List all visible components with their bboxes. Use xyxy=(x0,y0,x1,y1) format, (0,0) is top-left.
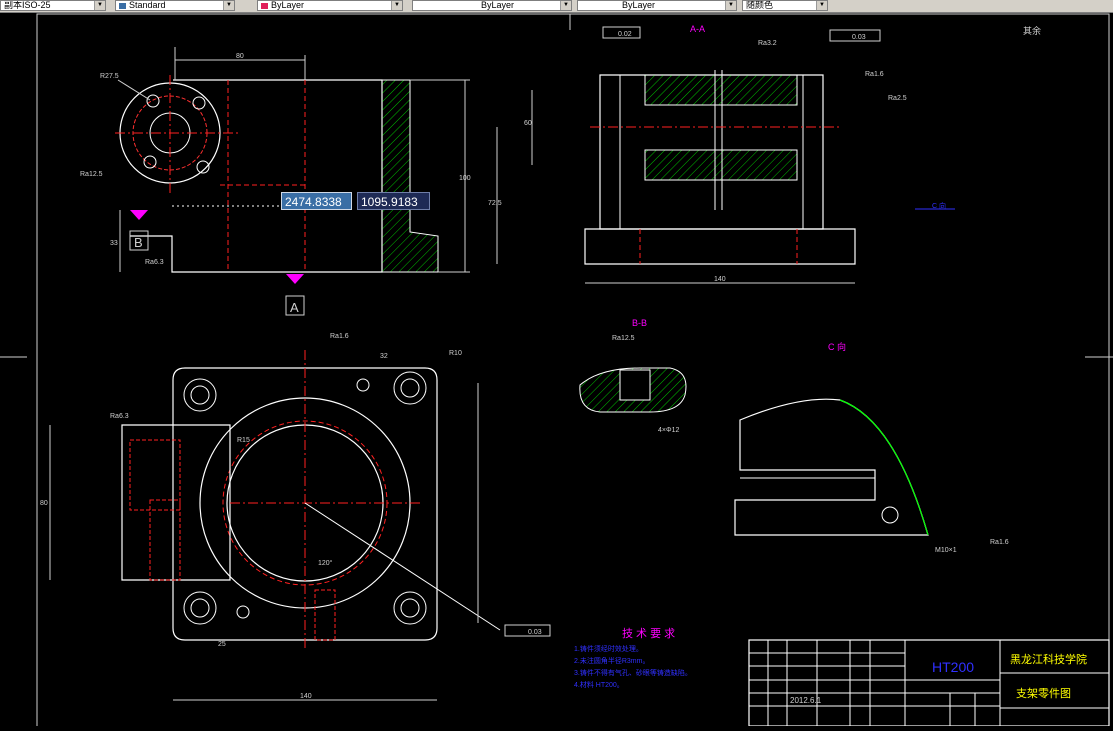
roughness-ra1-6: Ra1.6 xyxy=(865,71,884,78)
color-value: ByLayer xyxy=(271,0,305,10)
cad-drawing: 80 100 33 R27.5 B A Ra12.5 Ra6.3 A-A 14 xyxy=(0,13,1113,731)
properties-toolbar: 副本ISO-25 ▼ Standard ▼ ByLayer ▼ ByLayer … xyxy=(0,0,1113,13)
dim-angle-120: 120° xyxy=(318,559,333,567)
dynamic-input-y[interactable]: 1095.9183 xyxy=(357,192,430,210)
color-dropdown[interactable]: ByLayer ▼ xyxy=(257,0,403,11)
title-date: 2012.6.1 xyxy=(790,696,822,705)
view-b-box xyxy=(129,230,149,251)
drawing-canvas[interactable]: 80 100 33 R27.5 B A Ra12.5 Ra6.3 A-A 14 xyxy=(0,12,1113,731)
roughness-ra6-3: Ra6.3 xyxy=(145,259,164,266)
dim-r15: R15 xyxy=(237,437,250,444)
thread-m10: M10×1 xyxy=(935,547,957,554)
dim-r10: R10 xyxy=(449,350,462,357)
y-coordinate-value: 1095.9183 xyxy=(361,195,418,209)
lineweight-dropdown[interactable]: ByLayer ▼ xyxy=(577,0,737,11)
dim-80: 80 xyxy=(236,53,244,60)
technical-requirements: 技 术 要 求 1.铸件须经时效处理。 2.未注圆角半径R3mm。 3.铸件不得… xyxy=(574,627,692,689)
title-material: HT200 xyxy=(932,659,974,675)
roughness-bb: Ra12.5 xyxy=(612,335,635,342)
dim-25: 25 xyxy=(218,641,226,648)
roughness-ra12-5: Ra12.5 xyxy=(80,171,103,178)
dim-100: 100 xyxy=(459,175,471,182)
tech-title: 技 术 要 求 xyxy=(622,627,675,640)
linetype-value: ByLayer xyxy=(481,0,515,10)
text-style-icon xyxy=(119,2,126,9)
chevron-down-icon[interactable]: ▼ xyxy=(560,1,571,10)
chevron-down-icon[interactable]: ▼ xyxy=(94,1,105,10)
text-style-value: Standard xyxy=(129,0,166,10)
dim-33: 33 xyxy=(110,240,118,247)
lineweight-value: ByLayer xyxy=(622,0,656,10)
title-school: 黑龙江科技学院 xyxy=(1010,652,1087,666)
title-part-name: 支架零件图 xyxy=(1016,687,1071,700)
title-block: HT200 黑龙江科技学院 支架零件图 2012.6.1 xyxy=(748,639,1110,727)
dimension-style-dropdown[interactable]: 副本ISO-25 ▼ xyxy=(0,0,106,11)
plot-style-dropdown[interactable]: 随颜色 ▼ xyxy=(742,0,828,11)
roughness-c: Ra1.6 xyxy=(990,539,1009,546)
roughness-plan-ra6-3: Ra6.3 xyxy=(110,413,129,420)
view-c-title: C 向 xyxy=(828,341,846,352)
dynamic-input-x[interactable]: 2474.8338 xyxy=(281,192,352,210)
dim-60: 60 xyxy=(524,120,532,127)
plot-style-value: 随颜色 xyxy=(746,0,774,10)
view-b-label: B xyxy=(134,235,143,250)
chevron-down-icon[interactable]: ▼ xyxy=(391,1,402,10)
tech-note-4: 4.材料 HT200。 xyxy=(574,680,624,689)
drawing-border xyxy=(36,13,1110,731)
tolerance-perpendicular: 0.02 xyxy=(618,31,632,38)
section-aa: A-A 140 72.5 60 0.02 0.03 Ra3.2 Ra1.6 Ra… xyxy=(488,24,1041,284)
dim-4-holes: 4×Φ12 xyxy=(658,427,679,434)
other-roughness-label: 其余 xyxy=(1023,25,1041,36)
section-aa-title: A-A xyxy=(690,24,705,34)
chevron-down-icon[interactable]: ▼ xyxy=(725,1,736,10)
chevron-down-icon[interactable]: ▼ xyxy=(816,1,827,10)
text-style-dropdown[interactable]: Standard ▼ xyxy=(115,0,235,11)
tech-note-2: 2.未注圆角半径R3mm。 xyxy=(574,656,649,665)
section-bb: B-B Ra12.5 4×Φ12 xyxy=(579,318,687,434)
dim-80-plan: 80 xyxy=(40,500,48,507)
view-c: C 向 M10×1 Ra1.6 xyxy=(734,341,1009,554)
front-view: 80 100 33 R27.5 B A Ra12.5 Ra6.3 xyxy=(80,47,471,316)
dim-r27-5: R27.5 xyxy=(100,73,119,80)
view-a-label: A xyxy=(290,300,299,315)
tolerance-parallel: 0.03 xyxy=(852,34,866,41)
roughness-ra2-5: Ra2.5 xyxy=(888,95,907,102)
chevron-down-icon[interactable]: ▼ xyxy=(223,1,234,10)
view-c-arrow-label: C 向 xyxy=(932,201,946,210)
view-a-box xyxy=(285,295,305,316)
plan-view: 80 140 25 32 R10 R15 120° Ra1.6 Ra6.3 0.… xyxy=(40,333,551,701)
dimension-style-value: 副本ISO-25 xyxy=(4,0,51,10)
color-swatch-icon xyxy=(261,2,268,9)
dim-140-top: 140 xyxy=(714,276,726,283)
dim-72-5: 72.5 xyxy=(488,200,502,207)
section-bb-title: B-B xyxy=(632,318,647,328)
tech-note-1: 1.铸件须经时效处理。 xyxy=(574,644,643,653)
roughness-ra3-2: Ra3.2 xyxy=(758,40,777,47)
tolerance-plan: 0.03 xyxy=(528,629,542,636)
tech-note-3: 3.铸件不得有气孔、砂眼等铸造缺陷。 xyxy=(574,668,692,677)
roughness-plan-ra1-6: Ra1.6 xyxy=(330,333,349,340)
linetype-dropdown[interactable]: ByLayer ▼ xyxy=(412,0,572,11)
x-coordinate-value: 2474.8338 xyxy=(285,195,342,209)
dim-32: 32 xyxy=(380,353,388,360)
dim-140-plan: 140 xyxy=(300,693,312,700)
